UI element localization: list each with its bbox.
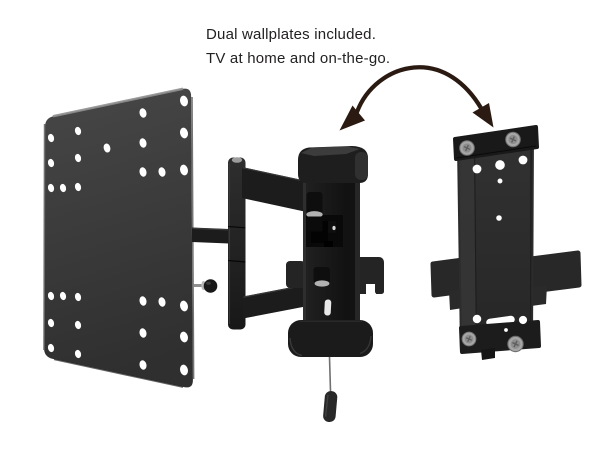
left-hook-tab bbox=[286, 261, 305, 288]
vesa-plate-holes bbox=[47, 95, 189, 376]
mounting-hole bbox=[158, 297, 166, 307]
mounting-hole bbox=[59, 183, 67, 193]
mounting-hole bbox=[497, 178, 503, 184]
mounting-hole bbox=[74, 153, 82, 163]
arm-base-bar bbox=[192, 227, 229, 244]
mounting-hole bbox=[139, 328, 147, 338]
right-wing bbox=[528, 250, 582, 294]
body-bottom-cap bbox=[288, 320, 373, 357]
mounting-hole bbox=[179, 364, 189, 376]
bottom-slot bbox=[486, 315, 515, 327]
mounting-hole bbox=[472, 164, 482, 174]
mounting-hole bbox=[179, 300, 189, 312]
vesa-plate-face bbox=[44, 88, 193, 388]
mounting-hole bbox=[47, 133, 55, 143]
mounting-hole bbox=[74, 320, 82, 330]
plate-bottom-edge bbox=[53, 358, 184, 388]
caption-line-2: TV at home and on-the-go. bbox=[206, 50, 390, 67]
mounting-hole bbox=[139, 138, 147, 148]
mounting-hole bbox=[518, 155, 528, 165]
mounting-hole bbox=[504, 328, 508, 332]
articulating-arm bbox=[192, 157, 321, 330]
thumbscrew-knob bbox=[193, 279, 218, 293]
cord-toggle bbox=[323, 391, 338, 423]
mounting-hole bbox=[179, 127, 189, 139]
caption-line-1: Dual wallplates included. bbox=[206, 26, 376, 43]
mounting-hole bbox=[496, 215, 502, 221]
mounting-hole bbox=[139, 108, 147, 118]
mounting-hole bbox=[495, 160, 505, 170]
home-wallplate-body bbox=[286, 146, 384, 423]
screw bbox=[461, 331, 477, 347]
mounting-hole bbox=[472, 314, 482, 324]
travel-wallplate bbox=[430, 125, 582, 360]
travel-wallplate-holes bbox=[472, 155, 528, 332]
mounting-hole bbox=[139, 167, 147, 177]
mounting-hole bbox=[74, 349, 82, 359]
mounting-hole bbox=[74, 126, 82, 136]
wallplate-left-flange bbox=[459, 144, 476, 351]
mounting-hole bbox=[47, 291, 55, 301]
screw bbox=[459, 139, 475, 157]
mounting-hole bbox=[518, 315, 528, 325]
body-top-cap bbox=[298, 146, 368, 183]
caption: Dual wallplates included. TV at home and… bbox=[206, 26, 390, 67]
screw bbox=[505, 131, 521, 148]
screw bbox=[507, 335, 524, 353]
bottom-hinge bbox=[313, 267, 332, 316]
plate-left-bevel bbox=[43, 123, 46, 351]
mounting-hole bbox=[47, 183, 55, 193]
release-slot bbox=[324, 299, 332, 316]
mounting-hole bbox=[179, 95, 189, 107]
post-hinge-pin bbox=[231, 157, 243, 163]
mounting-hole bbox=[139, 296, 147, 306]
pull-cord bbox=[323, 356, 338, 423]
mounting-hole bbox=[74, 292, 82, 302]
mounting-hole bbox=[59, 291, 67, 301]
mounting-hole bbox=[179, 164, 189, 176]
arm-base-bar-highlight bbox=[192, 227, 229, 231]
plate-top-bevel bbox=[52, 87, 184, 118]
arm-post bbox=[228, 157, 246, 330]
mounting-hole bbox=[47, 318, 55, 328]
mounting-hole bbox=[47, 343, 55, 353]
top-hinge bbox=[306, 192, 323, 232]
mounting-hole bbox=[47, 158, 55, 168]
lower-arm bbox=[243, 281, 321, 319]
mounting-hole bbox=[139, 360, 147, 370]
double-arrow-icon bbox=[339, 65, 494, 131]
right-shoulder bbox=[531, 285, 547, 306]
mounting-hole bbox=[74, 182, 82, 192]
bottom-tab bbox=[481, 348, 495, 360]
vesa-tv-plate bbox=[43, 87, 195, 388]
mounting-hole bbox=[103, 143, 111, 153]
mounting-hole bbox=[158, 167, 166, 177]
mounting-hole bbox=[179, 331, 189, 343]
